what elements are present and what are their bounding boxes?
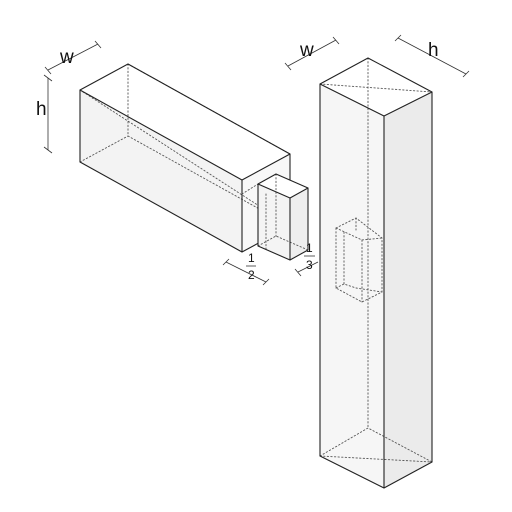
beam-front-face	[80, 90, 242, 252]
beam-width-dimension: w	[44, 40, 102, 75]
post-hidden-top-diagonal	[319, 83, 433, 93]
post	[319, 57, 433, 489]
post-left-face	[320, 84, 384, 488]
mortise-fraction-numerator: 1	[306, 241, 313, 255]
post-depth-label: h	[428, 40, 439, 61]
tenon-offset-dimension: 1 2	[222, 251, 270, 286]
beam-hidden-centerline	[79, 89, 291, 227]
tenon-top-face	[258, 174, 308, 198]
post-hidden-bottom-diagonal	[319, 455, 433, 463]
mortise	[335, 217, 383, 303]
mortise-offset-dimension: 1 3	[294, 241, 319, 277]
post-bottom-outline	[319, 455, 433, 489]
post-width-label: w	[299, 40, 314, 61]
mortise-fraction-denominator: 3	[306, 258, 313, 272]
post-top-face	[320, 58, 432, 116]
beam-top-face	[80, 64, 290, 180]
post-hidden-back-edges	[319, 427, 433, 463]
beam-width-label: w	[59, 47, 74, 68]
tenon-fraction-numerator: 1	[248, 251, 255, 265]
tenon-fraction-denominator: 2	[248, 268, 255, 282]
beam-height-label: h	[36, 99, 47, 120]
post-right-face	[384, 92, 432, 488]
beam-height-dimension: h	[36, 74, 53, 154]
tenon-end-face	[290, 188, 308, 260]
post-width-dimension: w	[284, 36, 340, 71]
post-depth-dimension: h	[394, 34, 470, 78]
tenon	[241, 173, 309, 261]
